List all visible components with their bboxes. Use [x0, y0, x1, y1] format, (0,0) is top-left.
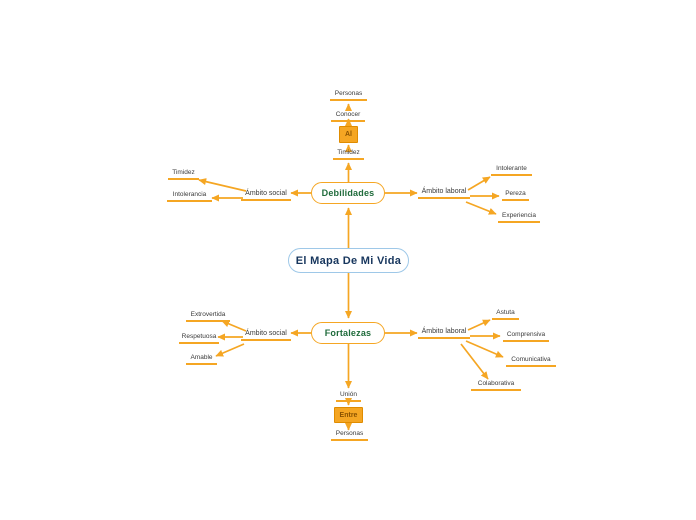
- leaf-node-astuta[interactable]: Astuta: [492, 309, 519, 320]
- sub-node-debilidades-ambito-laboral[interactable]: Ámbito laboral: [418, 188, 470, 199]
- leaf-node-colaborativa[interactable]: Colaborativa: [471, 380, 521, 391]
- leaf-node-timidez[interactable]: Timidez: [168, 169, 199, 180]
- leaf-node-experiencia[interactable]: Experiencia: [498, 212, 540, 223]
- chain-node-union[interactable]: Unión: [336, 391, 361, 402]
- edge-deblaboral-experiencia: [465, 201, 497, 215]
- leaf-node-intolerancia[interactable]: Intolerancia: [167, 191, 212, 202]
- leaf-node-extrovertida[interactable]: Extrovertida: [186, 311, 230, 322]
- chain-node-personas-bottom[interactable]: Personas: [331, 430, 368, 441]
- leaf-node-comprensiva[interactable]: Comprensiva: [503, 331, 549, 342]
- sub-node-debilidades-ambito-social[interactable]: Ámbito social: [241, 190, 291, 201]
- root-node[interactable]: El Mapa De Mi Vida: [288, 248, 409, 273]
- leaf-node-intolerante[interactable]: Intolerante: [491, 165, 532, 176]
- chain-node-timidez[interactable]: Timidez: [333, 149, 364, 160]
- edge-deblaboral-intolerante: [467, 176, 491, 191]
- branch-node-debilidades[interactable]: Debilidades: [311, 182, 385, 204]
- edge-forlaboral-comunicativa: [465, 340, 504, 358]
- leaf-node-amable[interactable]: Amable: [186, 354, 217, 365]
- leaf-node-comunicativa[interactable]: Comunicativa: [506, 356, 556, 367]
- leaf-node-pereza[interactable]: Pereza: [502, 190, 529, 201]
- edge-forsocial-amable: [215, 343, 245, 357]
- edge-forlaboral-astuta: [467, 319, 491, 331]
- badge-node-entre[interactable]: Entre: [334, 407, 363, 423]
- edge-forlaboral-colaborativa: [460, 343, 489, 380]
- sub-node-fortalezas-ambito-laboral[interactable]: Ámbito laboral: [418, 328, 470, 339]
- leaf-node-respetuosa[interactable]: Respetuosa: [179, 333, 219, 344]
- chain-node-conocer[interactable]: Conocer: [331, 111, 365, 122]
- chain-node-personas-top[interactable]: Personas: [330, 90, 367, 101]
- badge-node-al[interactable]: Al: [339, 126, 358, 143]
- edge-debsocial-timidez: [198, 178, 247, 192]
- sub-node-fortalezas-ambito-social[interactable]: Ámbito social: [241, 330, 291, 341]
- branch-node-fortalezas[interactable]: Fortalezas: [311, 322, 385, 344]
